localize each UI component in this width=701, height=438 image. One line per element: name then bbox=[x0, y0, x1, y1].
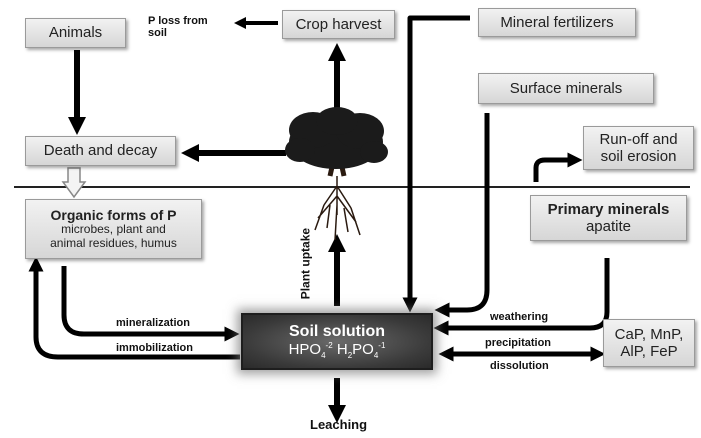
tree-icon bbox=[285, 107, 388, 241]
arrow-runoff bbox=[533, 152, 583, 182]
plant-uptake-label: Plant uptake bbox=[298, 227, 313, 300]
primary-sub: apatite bbox=[585, 218, 632, 235]
organic-title: Organic forms of P bbox=[50, 207, 177, 224]
mineralization-label: mineralization bbox=[116, 317, 190, 329]
precipitates-box: CaP, MnP, AlP, FeP bbox=[603, 319, 695, 367]
primary-minerals-box: Primary minerals apatite bbox=[530, 195, 687, 241]
animals-label: Animals bbox=[48, 24, 103, 42]
precipitates-line2: AlP, FeP bbox=[620, 343, 678, 360]
runoff-box: Run-off and soil erosion bbox=[583, 126, 694, 170]
mineral-fertilizers-label: Mineral fertilizers bbox=[500, 13, 614, 31]
primary-title: Primary minerals bbox=[547, 200, 670, 218]
arrow-weathering bbox=[433, 258, 610, 336]
soil-solution-title: Soil solution bbox=[289, 322, 385, 340]
p-loss-label: P loss from soil bbox=[148, 15, 208, 40]
animals-box: Animals bbox=[25, 18, 126, 48]
arrow-fertilizer-to-solution bbox=[402, 15, 470, 313]
mineral-fertilizers-box: Mineral fertilizers bbox=[478, 8, 636, 37]
dissolution-label: dissolution bbox=[490, 360, 549, 372]
precipitates-line1: CaP, MnP, bbox=[614, 325, 684, 343]
arrow-death-to-organic bbox=[61, 167, 87, 199]
surface-minerals-label: Surface minerals bbox=[509, 79, 623, 97]
crop-harvest-label: Crop harvest bbox=[295, 15, 382, 33]
surface-minerals-box: Surface minerals bbox=[478, 73, 654, 104]
organic-forms-box: Organic forms of P microbes, plant and a… bbox=[25, 199, 202, 259]
organic-line1: microbes, plant and bbox=[61, 222, 166, 237]
arrow-mineralization bbox=[61, 266, 240, 342]
soil-solution-ions: HPO4-2 H2PO4-1 bbox=[288, 341, 386, 361]
runoff-line1: Run-off and bbox=[599, 130, 678, 148]
crop-harvest-box: Crop harvest bbox=[282, 10, 395, 39]
arrow-immobilization bbox=[28, 256, 240, 360]
precipitation-label: precipitation bbox=[485, 337, 552, 349]
death-and-decay-box: Death and decay bbox=[25, 136, 176, 166]
runoff-line2: soil erosion bbox=[600, 148, 677, 165]
leaching-label: Leaching bbox=[310, 417, 368, 432]
arrow-surface-to-solution bbox=[434, 113, 490, 318]
immobilization-label: immobilization bbox=[116, 342, 193, 354]
weathering-label: weathering bbox=[490, 311, 549, 323]
organic-line2: animal residues, humus bbox=[50, 236, 177, 251]
death-and-decay-label: Death and decay bbox=[43, 142, 158, 160]
soil-solution-box: Soil solution HPO4-2 H2PO4-1 bbox=[241, 313, 433, 370]
